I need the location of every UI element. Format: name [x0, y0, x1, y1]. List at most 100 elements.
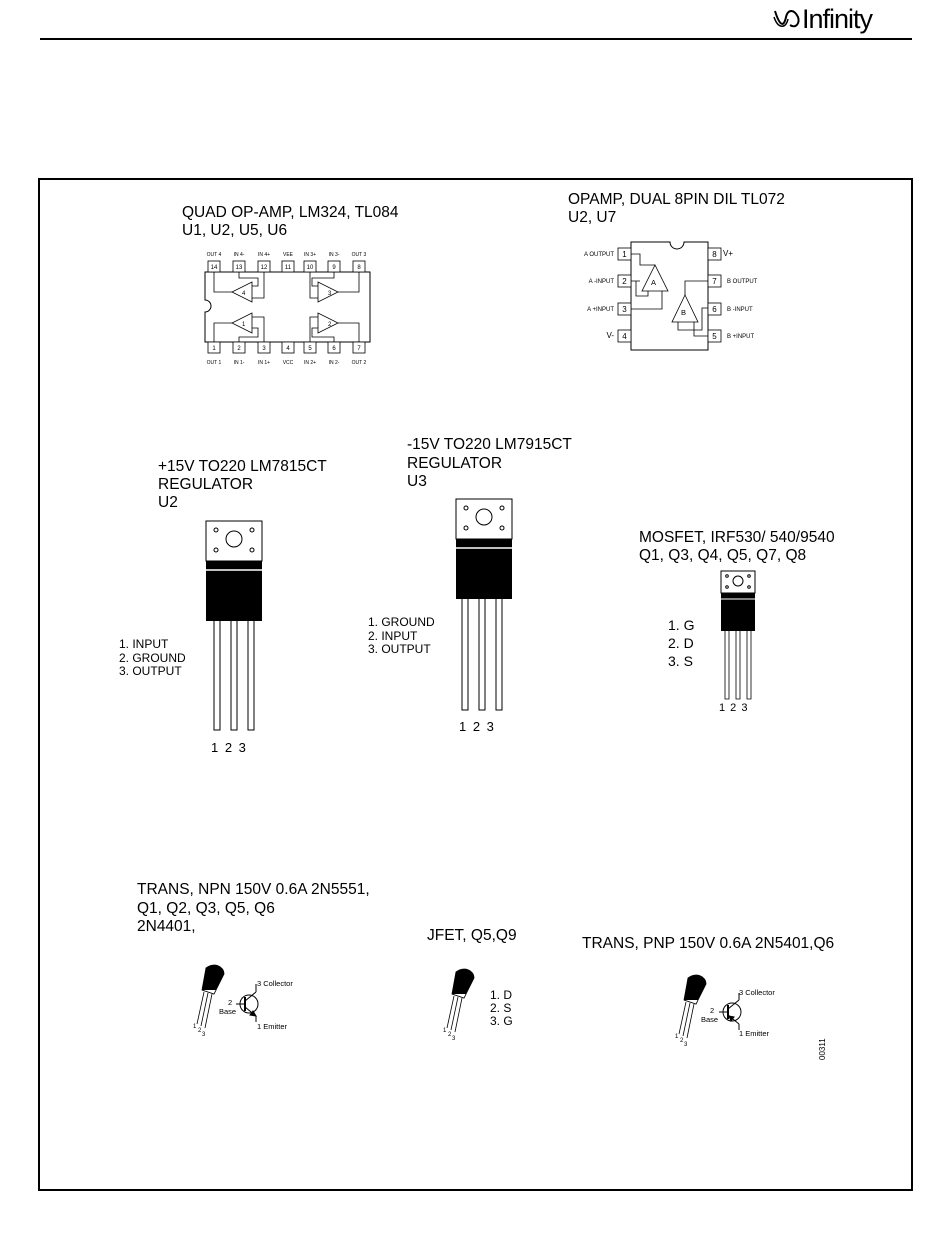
dual-left-pin-number: 3: [622, 305, 627, 314]
reg-pos-title: +15V TO220 LM7815CT: [158, 458, 327, 475]
reg-pos-pin-list: 1. INPUT 2. GROUND 3. OUTPUT: [119, 637, 186, 679]
reg-neg-tab: [455, 498, 513, 540]
pnp-lead-2: 2: [680, 1038, 684, 1044]
reg-pos-leg-2: [230, 621, 238, 731]
npn-emitter-label: 1 Emitter: [257, 1022, 288, 1031]
opamp-4-symbol: [231, 281, 253, 303]
opamp-a-symbol: [641, 264, 669, 292]
reg-neg-leg-numbers: 1 2 3: [459, 719, 494, 734]
pnp-collector-label: 3 Collector: [739, 988, 775, 997]
quad-top-pin-box: [281, 260, 295, 273]
doc-code: 00311: [818, 1038, 827, 1060]
npn-symbol: [236, 984, 259, 1022]
quad-bottom-pin-label: VCC: [283, 360, 294, 366]
mosfet-mount-hole: [732, 575, 744, 587]
npn-base-num: 2: [228, 998, 232, 1007]
quad-bottom-pin-label: IN 1+: [258, 360, 270, 366]
quad-top-pin-label: IN 4+: [258, 252, 270, 258]
mosfet-refs: Q1, Q3, Q4, Q5, Q7, Q8: [639, 547, 807, 564]
quad-bottom-pin-label: OUT 2: [352, 360, 367, 366]
dual-right-pin-box: [707, 329, 722, 343]
reg-neg-subtitle: REGULATOR: [407, 455, 503, 472]
quad-bottom-pin-number: 5: [308, 346, 312, 352]
reg-neg-pin-1: 1. GROUND: [368, 615, 435, 629]
reg-neg-pin-3: 3. OUTPUT: [368, 642, 431, 656]
dual-left-pin-box: [617, 274, 632, 288]
quad-top-pin-label: IN 3-: [329, 252, 340, 258]
reg-neg-pin-list: 1. GROUND 2. INPUT 3. OUTPUT: [368, 615, 435, 657]
opamp-1-label: 1: [242, 322, 246, 328]
npn-collector-label: 3 Collector: [257, 979, 293, 988]
mosfet-leg-3: [746, 631, 752, 700]
pinout-frame: [38, 178, 913, 1191]
jfet-pin-1: 1. D: [490, 988, 513, 1002]
mosfet-leg-numbers: 1 2 3: [719, 702, 748, 714]
quad-bottom-pin-number: 1: [212, 346, 216, 352]
reg-pos-tab: [205, 520, 263, 562]
jfet-to92-body: [451, 968, 475, 999]
reg-neg-ref: U3: [407, 473, 427, 490]
quad-top-pin-label: IN 4-: [234, 252, 245, 258]
mosfet-pin-3: 3. S: [668, 653, 693, 669]
npn-lead-2: 2: [198, 1028, 202, 1034]
npn-lead-3: 3: [202, 1032, 206, 1038]
opamp-3-symbol: [317, 281, 339, 303]
dual-right-pin-number: 8: [712, 250, 717, 259]
pnp-diagram: 1 2 3 3 Collector 2 Base 1 Emitter: [675, 974, 775, 1048]
quad-opamp-refs: U1, U2, U5, U6: [182, 222, 288, 239]
infinity-logo-icon: [773, 10, 800, 28]
npn-diagram: 1 2 3 3 Collector 2 Base 1 Emitter: [193, 964, 293, 1038]
quad-bottom-pin-number: 6: [332, 346, 336, 352]
header-rule: [40, 38, 912, 40]
dual-left-pin-label: A -INPUT: [589, 279, 615, 285]
dual-left-pin-number: 2: [622, 277, 627, 286]
reg-pos-leg-numbers: 1 2 3: [211, 740, 246, 755]
reg-neg-body: [456, 539, 512, 599]
dual-right-pin-number: 6: [712, 305, 717, 314]
quad-bottom-pin-number: 7: [357, 346, 361, 352]
dual-left-pin-label: A OUTPUT: [584, 252, 614, 258]
dual-left-pin-number: 4: [622, 332, 627, 341]
opamp-b-label: B: [681, 308, 686, 317]
dual-opamp-title: OPAMP, DUAL 8PIN DIL TL072: [568, 191, 785, 208]
brand-logo: Infinity: [772, 4, 873, 35]
reg-pos-ref: U2: [158, 494, 178, 511]
mosfet-to220: [720, 570, 756, 700]
quad-bottom-pin-label: IN 2+: [304, 360, 316, 366]
dual-right-pin-number: 7: [712, 277, 717, 286]
pnp-base-label: Base: [701, 1015, 718, 1024]
quad-top-pin-number: 11: [285, 265, 292, 271]
npn-lead-1: 1: [193, 1024, 197, 1030]
reg-neg-mount-hole: [475, 508, 493, 526]
jfet-pin-2: 2. S: [490, 1001, 512, 1015]
quad-top-pin-number: 10: [307, 265, 314, 271]
reg-neg-to220: [455, 498, 513, 711]
opamp-3-label: 3: [328, 291, 332, 297]
pnp-symbol: [719, 993, 742, 1030]
reg-neg-leg-2: [478, 599, 486, 711]
pnp-lead-3: 3: [684, 1042, 688, 1048]
reg-pos-pin-1: 1. INPUT: [119, 637, 169, 651]
jfet-lead-1: 1: [443, 1028, 447, 1034]
quad-top-pin-number: 9: [332, 265, 336, 271]
quad-bottom-pin-box: [281, 341, 295, 354]
dual-right-pin-box: [707, 247, 722, 261]
dual-right-pin-label: B -INPUT: [727, 307, 753, 313]
npn-refs: Q1, Q2, Q3, Q5, Q6: [137, 900, 275, 917]
opamp-2-label: 2: [328, 322, 332, 328]
reg-pos-pin-2: 2. GROUND: [119, 650, 186, 665]
pnp-title: TRANS, PNP 150V 0.6A 2N5401,Q6: [582, 935, 835, 952]
reg-neg-leg-1: [461, 599, 469, 711]
dual-right-pin-label: B +INPUT: [727, 334, 755, 340]
quad-bottom-pin-number: 2: [237, 346, 241, 352]
reg-pos-leg-3: [247, 621, 255, 731]
reg-pos-pin-3: 3. OUTPUT: [119, 664, 182, 678]
quad-top-pin-label: IN 3+: [304, 252, 316, 258]
jfet-pin-3: 3. G: [490, 1014, 513, 1028]
dual-opamp-refs: U2, U7: [568, 209, 617, 226]
mosfet-pin-list: 1. G 2. D 3. S: [668, 616, 694, 670]
dual-right-pin-label: B OUTPUT: [727, 279, 758, 285]
